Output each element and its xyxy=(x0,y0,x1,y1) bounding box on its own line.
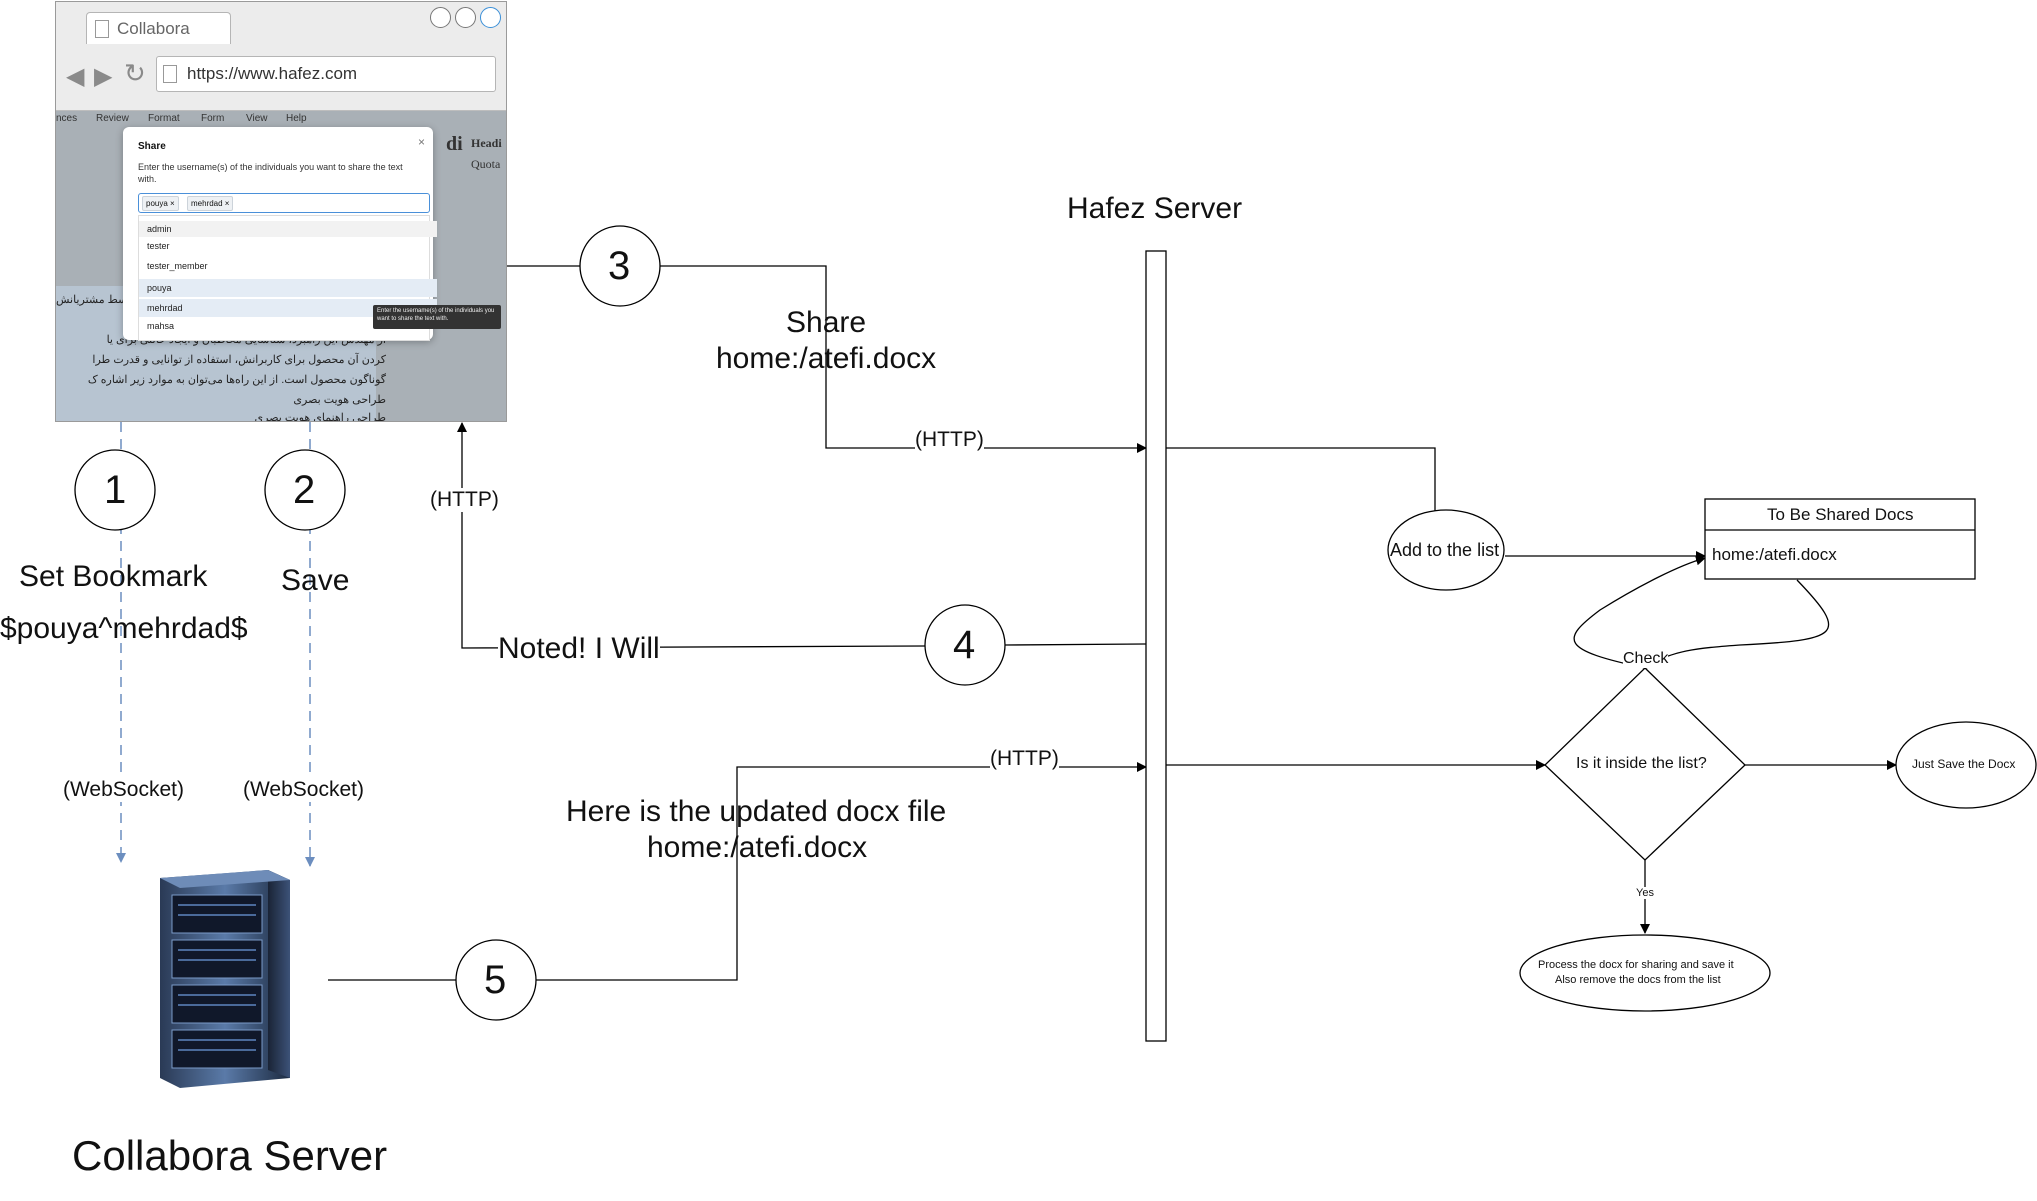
just-save-label: Just Save the Docx xyxy=(1912,757,2016,771)
step-1-number: 1 xyxy=(104,468,127,512)
share-path-label: home:/atefi.docx xyxy=(716,342,937,375)
tab-title: Collabora xyxy=(117,19,190,38)
noted-http-arrow xyxy=(457,422,926,649)
step-1-circle xyxy=(74,449,156,531)
browser-tab[interactable]: Collabora xyxy=(86,12,231,44)
process-label: Process the docx for sharing and save it xyxy=(1538,959,1734,971)
add-to-list-node xyxy=(1387,509,1505,591)
document-text: توسط مشتریانش xyxy=(56,294,137,306)
menu-item[interactable]: Help xyxy=(286,113,307,124)
list-title: To Be Shared Docs xyxy=(1767,505,1914,524)
reload-icon[interactable]: ↻ xyxy=(124,58,146,88)
user-option[interactable]: pouya xyxy=(139,279,437,297)
process-label: Also remove the docs from the list xyxy=(1555,974,1721,986)
check-curve-back xyxy=(1573,555,1706,669)
decision-diamond xyxy=(1544,667,1746,861)
collabora-server-icon xyxy=(160,870,290,1088)
step-2-circle xyxy=(264,449,346,531)
menu-item[interactable]: View xyxy=(246,113,268,124)
document-text: کردن آن محصول برای کاربرانش، استفاده از … xyxy=(92,354,386,366)
set-bookmark-label: Set Bookmark xyxy=(19,560,208,593)
user-option[interactable]: tester xyxy=(147,241,170,251)
add-list-connector xyxy=(1166,447,1436,512)
heading-preview: Headi xyxy=(471,136,502,150)
bookmark-value: $pouya^mehrdad$ xyxy=(0,612,248,645)
user-option[interactable]: admin xyxy=(139,221,437,237)
step-4-number: 4 xyxy=(953,623,976,667)
username-input[interactable]: pouya × mehrdad × xyxy=(138,193,430,213)
share-dialog-description: Enter the username(s) of the individuals… xyxy=(138,162,403,184)
hafez-server-label: Hafez Server xyxy=(1067,192,1243,225)
step-3-number: 3 xyxy=(608,244,631,288)
step-5-number: 5 xyxy=(484,958,507,1002)
document-area: nces Review Format Form View Help di Hea… xyxy=(56,111,506,421)
step-3-circle xyxy=(579,225,661,307)
list-item: home:/atefi.docx xyxy=(1712,545,1837,564)
user-chip[interactable]: mehrdad × xyxy=(187,196,234,211)
http-label: (HTTP) xyxy=(915,428,984,452)
user-chip[interactable]: pouya × xyxy=(142,196,179,211)
tooltip: Enter the username(s) of the individuals… xyxy=(373,305,501,329)
heading-preview: di xyxy=(446,133,463,155)
user-option[interactable]: mehrdad xyxy=(139,299,437,317)
window-button-icon[interactable] xyxy=(430,7,451,28)
share-dialog: Share × Enter the username(s) of the ind… xyxy=(123,127,501,341)
websocket-label: (WebSocket) xyxy=(63,778,184,802)
share-http-arrow xyxy=(660,265,1147,453)
save-label: Save xyxy=(281,564,350,597)
browser-window: Collabora ◀ ▶ ↻ https://www.hafez.com nc… xyxy=(55,1,507,422)
back-arrow-icon[interactable]: ◀ xyxy=(66,63,85,90)
menu-item[interactable]: Review xyxy=(96,113,129,124)
updated-path-label: home:/atefi.docx xyxy=(647,831,868,864)
close-icon[interactable]: × xyxy=(417,135,425,149)
page-icon xyxy=(163,65,177,83)
user-option[interactable]: mahsa xyxy=(147,321,175,331)
address-bar[interactable]: https://www.hafez.com xyxy=(156,56,496,92)
process-node xyxy=(1519,934,1771,1012)
heading-preview: Quota xyxy=(471,157,501,171)
to-be-shared-docs-box xyxy=(1704,498,1976,580)
browser-chrome: Collabora ◀ ▶ ↻ https://www.hafez.com xyxy=(56,2,506,111)
menu-item[interactable]: Form xyxy=(201,113,225,124)
share-dialog-title: Share xyxy=(138,141,166,152)
document-text: طراحی راهنمای هویت بصری xyxy=(254,412,386,422)
url-text: https://www.hafez.com xyxy=(187,64,358,83)
menu-item[interactable]: nces xyxy=(56,113,78,124)
add-to-list-label: Add to the list xyxy=(1390,540,1500,560)
updated-http-arrow xyxy=(536,762,1147,981)
share-label: Share xyxy=(786,306,867,339)
check-curve xyxy=(1644,579,1830,669)
document-text: گوناگون محصول است. از این راه‌ها می‌توان… xyxy=(87,374,386,386)
noted-label: Noted! I Will xyxy=(498,632,660,666)
decision-label: Is it inside the list? xyxy=(1576,755,1707,772)
websocket-label: (WebSocket) xyxy=(243,778,364,802)
forward-arrow-icon[interactable]: ▶ xyxy=(94,63,113,90)
hafez-server-bar xyxy=(1145,250,1167,1042)
menu-item[interactable]: Format xyxy=(148,113,180,124)
step-2-number: 2 xyxy=(293,468,316,512)
collabora-server-label: Collabora Server xyxy=(72,1132,388,1179)
http-label: (HTTP) xyxy=(990,747,1059,771)
check-label: Check xyxy=(1623,650,1669,668)
yes-label: Yes xyxy=(1636,887,1654,899)
noted-connector xyxy=(1004,643,1147,646)
document-text: طراحی هویت بصری xyxy=(293,394,386,406)
page-icon xyxy=(95,20,109,38)
step-4-circle xyxy=(924,604,1006,686)
http-label: (HTTP) xyxy=(430,488,499,512)
just-save-node xyxy=(1895,721,2037,809)
updated-file-label: Here is the updated docx file xyxy=(566,795,947,828)
step-5-circle xyxy=(455,939,537,1021)
window-button-icon[interactable] xyxy=(455,7,476,28)
menu-bar: nces Review Format Form View Help xyxy=(56,111,506,125)
window-button-icon[interactable] xyxy=(480,7,501,28)
user-option[interactable]: tester_member xyxy=(147,261,208,271)
